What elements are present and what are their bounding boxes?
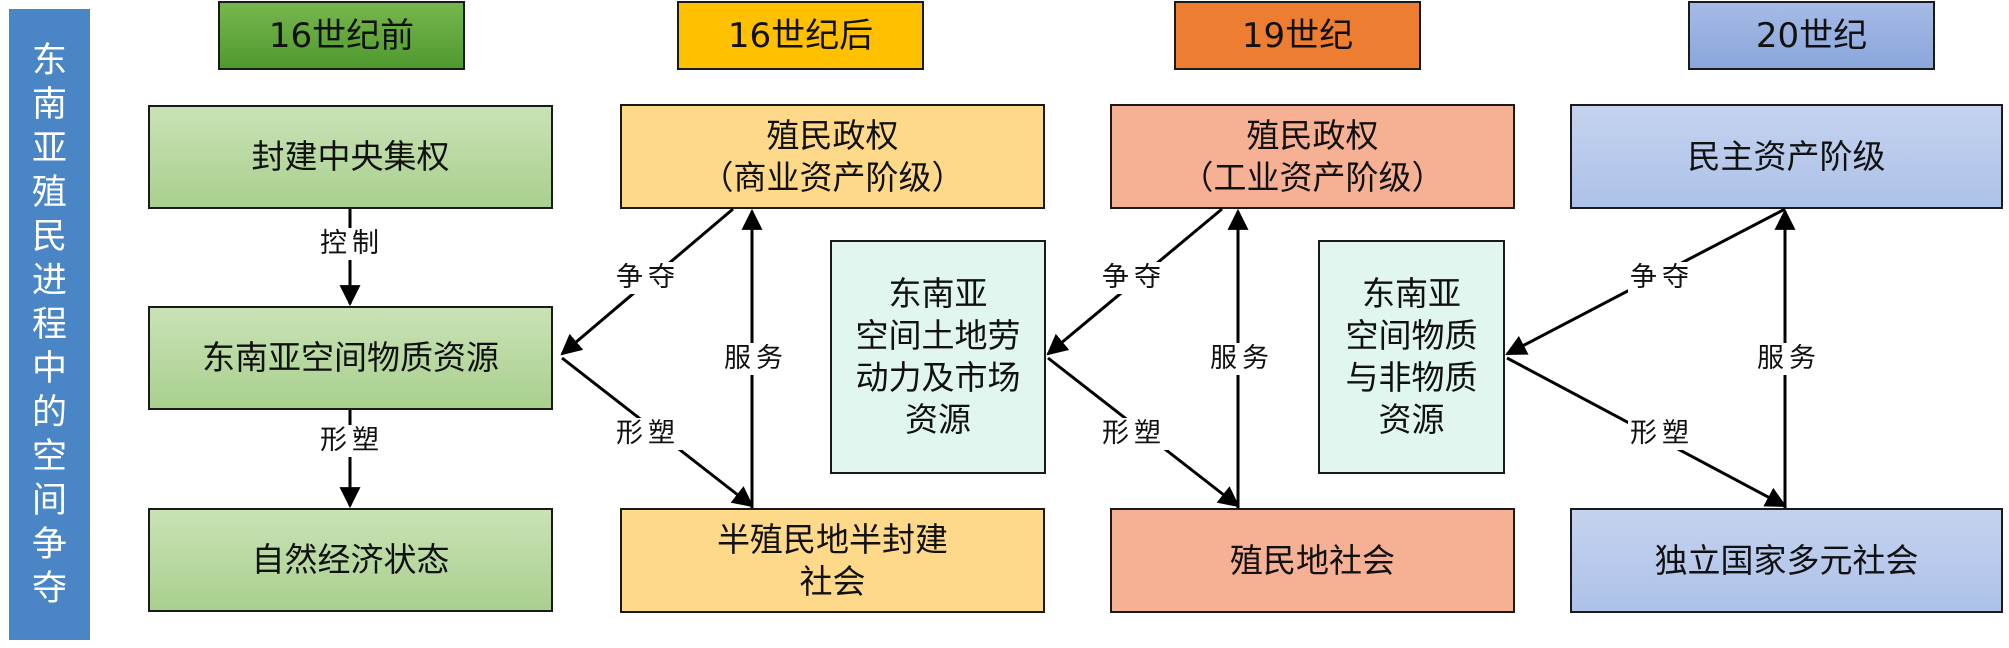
natural-economy-box: 自然经济状态 — [148, 508, 553, 612]
label-serve-col3: 服务 — [1208, 343, 1276, 375]
period-header-3: 19世纪 — [1174, 1, 1421, 70]
period-header-1: 16世纪前 — [218, 1, 465, 70]
label-serve-col2: 服务 — [722, 343, 790, 375]
colonial-regime-industrial-box: 殖民政权 （工业资产阶级） — [1110, 104, 1515, 209]
independent-pluralistic-society-box: 独立国家多元社会 — [1570, 508, 2003, 613]
period-header-2: 16世纪后 — [677, 1, 924, 70]
democratic-bourgeoisie-box: 民主资产阶级 — [1570, 104, 2003, 209]
label-shape-col3: 形塑 — [1100, 418, 1168, 450]
label-shape-col4: 形塑 — [1628, 418, 1696, 450]
material-nonmaterial-resources-box: 东南亚 空间物质 与非物质 资源 — [1318, 240, 1505, 474]
label-shape-col1: 形塑 — [318, 425, 386, 457]
label-control: 控制 — [318, 228, 386, 260]
colonial-regime-commercial-box: 殖民政权 （商业资产阶级） — [620, 104, 1045, 209]
sidebar-title-panel: 东南亚殖民进程中的空间争夺 — [9, 9, 90, 640]
period-header-4: 20世纪 — [1688, 1, 1935, 70]
spatial-material-resources-box: 东南亚空间物质资源 — [148, 306, 553, 410]
feudal-centralization-box: 封建中央集权 — [148, 105, 553, 209]
colonial-society-box: 殖民地社会 — [1110, 508, 1515, 613]
semi-colonial-society-box: 半殖民地半封建 社会 — [620, 508, 1045, 613]
sidebar-title: 东南亚殖民进程中的空间争夺 — [31, 40, 67, 609]
label-compete-col2: 争夺 — [614, 262, 682, 294]
label-compete-col4: 争夺 — [1628, 262, 1696, 294]
label-serve-col4: 服务 — [1755, 343, 1823, 375]
label-shape-col2: 形塑 — [614, 418, 682, 450]
label-compete-col3: 争夺 — [1100, 262, 1168, 294]
land-labor-market-resources-box: 东南亚 空间土地劳 动力及市场 资源 — [830, 240, 1046, 474]
